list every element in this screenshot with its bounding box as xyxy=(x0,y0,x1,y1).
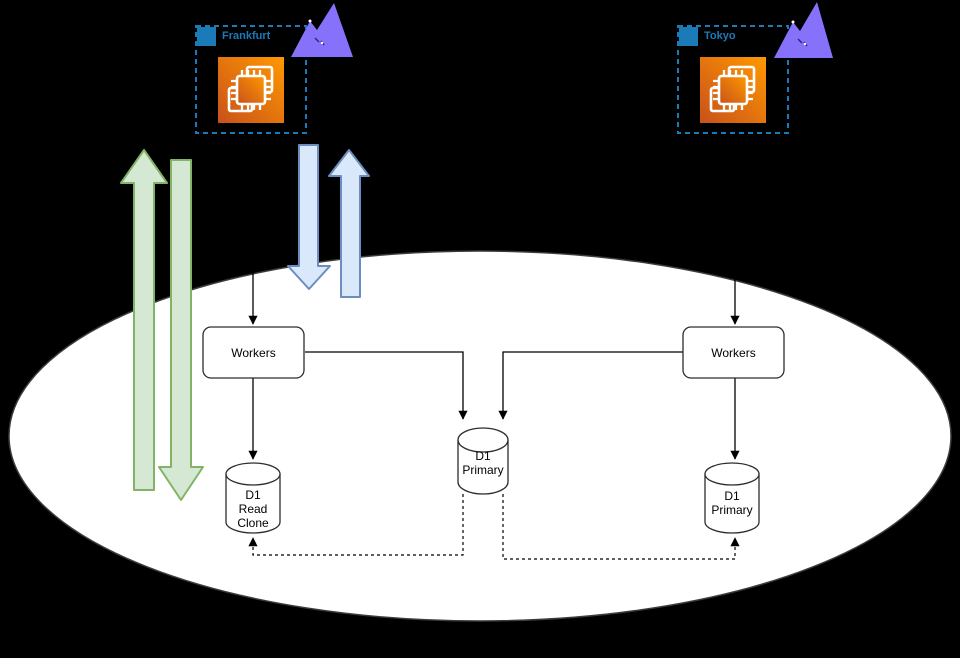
green-arrow-down xyxy=(158,159,204,501)
d1-primary-right-label: D1 Primary xyxy=(711,489,753,517)
workers-left-label: Workers xyxy=(231,345,276,360)
region-corner-icon xyxy=(197,27,216,46)
workers-right-node xyxy=(682,326,785,379)
d1-read-clone-cylinder xyxy=(225,462,281,534)
workers-right-label: Workers xyxy=(711,345,756,360)
frankfurt-region-frame xyxy=(195,25,307,134)
mountain-icon xyxy=(774,2,833,58)
green-arrow-up xyxy=(120,149,168,491)
workers-left-node xyxy=(202,326,305,379)
d1-read-clone-label: D1 Read Clone xyxy=(237,488,269,530)
mountain-icon xyxy=(291,3,353,57)
tokyo-region-frame xyxy=(677,25,789,134)
ec2-instance-icon xyxy=(698,55,768,125)
ec2-instance-icon xyxy=(216,55,286,125)
d1-primary-center-cylinder xyxy=(457,427,509,495)
edge-workers-right-to-primary xyxy=(498,351,683,420)
tokyo-region-label: Tokyo xyxy=(704,30,736,42)
edge-workers-left-to-primary xyxy=(305,351,468,420)
d1-primary-right-cylinder xyxy=(704,462,760,534)
d1-primary-center-label: D1 Primary xyxy=(462,449,504,477)
frankfurt-region-label: Frankfurt xyxy=(222,30,271,42)
blue-arrow-down xyxy=(287,144,331,290)
edge-replication-to-read-clone xyxy=(248,494,464,556)
edge-replication-to-primary-right xyxy=(502,494,740,560)
blue-arrow-up xyxy=(328,149,370,298)
region-corner-icon xyxy=(679,27,698,46)
